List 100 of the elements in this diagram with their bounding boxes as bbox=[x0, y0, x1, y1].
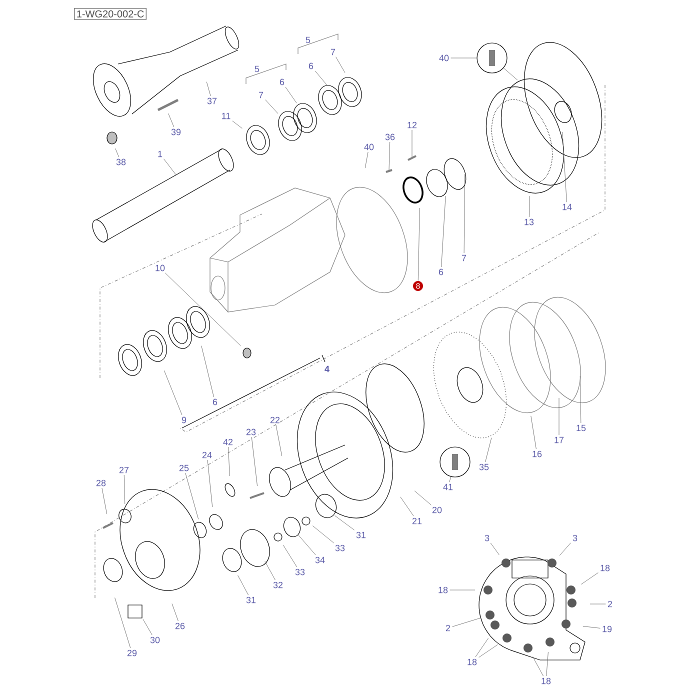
leader-line bbox=[485, 438, 492, 462]
callout-number: 18 bbox=[542, 678, 551, 684]
callout-number: 6 bbox=[308, 62, 314, 70]
callout-number: 17 bbox=[554, 436, 564, 444]
callout-number: 6 bbox=[438, 268, 444, 276]
leader-line bbox=[283, 544, 298, 568]
callout-number: 24 bbox=[202, 452, 212, 458]
callout-number: 6 bbox=[212, 398, 218, 406]
callout-number: 28 bbox=[96, 480, 106, 486]
callout-number: 42 bbox=[223, 438, 233, 446]
callout-number: 1 bbox=[158, 150, 162, 158]
leader-line bbox=[418, 208, 420, 281]
leader-line bbox=[124, 474, 126, 504]
callout-number: 6 bbox=[280, 78, 284, 86]
reference-label: 1-WG20-002-C bbox=[74, 8, 147, 20]
leader-line bbox=[164, 272, 241, 346]
callout-number: 23 bbox=[246, 428, 256, 436]
callout-number: 5 bbox=[306, 36, 310, 44]
leader-line bbox=[558, 398, 560, 436]
leader-line bbox=[364, 152, 368, 168]
detail-circle bbox=[476, 42, 508, 74]
leader-line bbox=[185, 472, 199, 520]
leader-line bbox=[114, 598, 131, 648]
highlighted-callout: 8 bbox=[413, 281, 424, 291]
callout-number: 34 bbox=[315, 556, 325, 564]
callout-number: 15 bbox=[576, 424, 586, 432]
leader-line bbox=[285, 86, 297, 104]
callout-number: 26 bbox=[175, 622, 185, 630]
leader-line bbox=[388, 142, 390, 170]
callout-number: 18 bbox=[438, 586, 448, 594]
leader-line bbox=[441, 196, 446, 268]
callout-number: 32 bbox=[273, 582, 283, 588]
callout-number: 21 bbox=[412, 518, 422, 524]
leader-line bbox=[449, 476, 452, 482]
leader-line bbox=[464, 174, 466, 254]
callout-number: 5 bbox=[254, 66, 260, 72]
leader-line bbox=[228, 446, 230, 476]
callout-number: 10 bbox=[156, 264, 165, 272]
leader-line bbox=[314, 70, 328, 86]
leader-line bbox=[503, 68, 518, 80]
leader-line bbox=[168, 113, 174, 128]
leader-line bbox=[528, 196, 530, 218]
callout-number: 38 bbox=[116, 158, 126, 166]
callout-number: 14 bbox=[562, 204, 572, 210]
callout-number: 33 bbox=[295, 568, 305, 576]
leader-line bbox=[232, 120, 242, 129]
callout-number: 7 bbox=[462, 254, 466, 262]
leader-line bbox=[580, 376, 582, 424]
leader-line bbox=[562, 132, 567, 202]
callout-number: 39 bbox=[171, 128, 181, 136]
callout-number: 40 bbox=[364, 144, 374, 150]
detail-circle bbox=[440, 446, 470, 478]
leader-line bbox=[532, 656, 544, 676]
leader-line bbox=[115, 148, 120, 158]
callout-number: 12 bbox=[408, 122, 417, 128]
callout-number: 18 bbox=[600, 564, 610, 572]
leader-line bbox=[264, 561, 276, 580]
leader-line bbox=[164, 370, 182, 416]
callout-number: 22 bbox=[270, 416, 280, 424]
leader-line bbox=[207, 460, 213, 508]
callout-number: 33 bbox=[335, 544, 345, 552]
callout-number: 40 bbox=[439, 54, 449, 62]
callout-number: 31 bbox=[356, 532, 366, 538]
callout-number: 7 bbox=[330, 48, 336, 56]
leader-line bbox=[206, 82, 211, 96]
callout-number: 7 bbox=[258, 92, 264, 98]
callout-number: 13 bbox=[524, 218, 534, 226]
leader-line bbox=[452, 618, 481, 627]
callout-number: 36 bbox=[385, 134, 395, 140]
leader-line bbox=[336, 56, 346, 73]
callout-number: 27 bbox=[119, 466, 129, 474]
callout-number: 30 bbox=[150, 636, 160, 644]
leader-line bbox=[251, 436, 258, 486]
callout-number: 4 bbox=[324, 366, 330, 372]
leader-line bbox=[400, 496, 414, 516]
callout-number: 25 bbox=[179, 464, 189, 472]
callout-number: 37 bbox=[207, 98, 217, 104]
callout-number: 41 bbox=[443, 484, 453, 490]
leader-line bbox=[582, 626, 600, 628]
callout-number: 2 bbox=[446, 624, 450, 632]
leader-line bbox=[142, 619, 152, 636]
leader-line bbox=[164, 158, 176, 176]
callout-number: 2 bbox=[608, 600, 612, 608]
callout-number: 3 bbox=[484, 534, 490, 542]
callout-number: 31 bbox=[246, 596, 256, 604]
leader-line bbox=[334, 515, 354, 530]
leader-line bbox=[265, 100, 278, 114]
callout-number: 35 bbox=[479, 464, 489, 470]
leader-line bbox=[238, 575, 249, 596]
leader-line bbox=[312, 526, 334, 544]
callout-number: 18 bbox=[468, 658, 477, 666]
callout-number: 29 bbox=[127, 650, 137, 656]
callout-number: 20 bbox=[432, 506, 442, 514]
leader-line bbox=[172, 604, 178, 622]
callout-number: 19 bbox=[602, 626, 612, 632]
callout-number: 3 bbox=[572, 534, 578, 542]
leader-line bbox=[490, 542, 500, 556]
callout-number: 11 bbox=[222, 112, 230, 120]
leader-line bbox=[559, 542, 571, 556]
leader-line bbox=[298, 534, 316, 556]
